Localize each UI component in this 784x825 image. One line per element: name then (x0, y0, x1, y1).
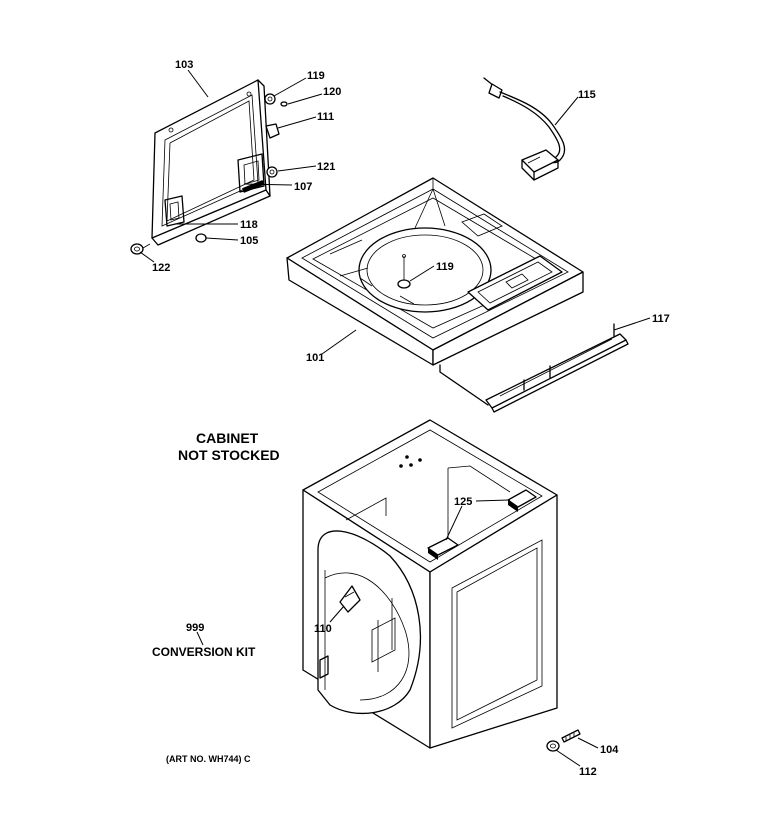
part-label-103: 103 (175, 59, 193, 71)
part-label-120: 120 (323, 86, 341, 98)
cabinet (302, 419, 558, 749)
part-label-112: 112 (579, 766, 597, 778)
top-cover (286, 177, 584, 366)
part-label-999: 999 (186, 622, 204, 634)
part-label-125: 125 (454, 496, 472, 508)
captions: CABINET NOT STOCKED CONVERSION KIT (ART … (152, 430, 280, 764)
part-label-104: 104 (600, 744, 619, 756)
conversion-kit-caption: CONVERSION KIT (152, 645, 256, 659)
part-label-115: 115 (578, 89, 596, 101)
part-label-110: 110 (314, 623, 332, 635)
part-label-111: 111 (317, 111, 334, 123)
part-label-122: 122 (152, 262, 170, 274)
part-label-105: 105 (240, 235, 258, 247)
cabinet-caption-line2: NOT STOCKED (178, 447, 280, 463)
art-number: (ART NO. WH744) C (166, 754, 251, 764)
part-label-101: 101 (306, 352, 324, 364)
part-label-119: 119 (307, 70, 325, 82)
part-label-119-top-cover: 119 (436, 261, 454, 273)
lid-switch-harness (483, 77, 566, 181)
leveling-leg-hardware (546, 729, 581, 752)
cabinet-caption-line1: CABINET (196, 430, 259, 446)
part-label-117: 117 (652, 313, 670, 325)
part-label-118: 118 (240, 219, 258, 231)
part-label-107: 107 (294, 181, 312, 193)
part-label-121: 121 (317, 161, 335, 173)
leader-lines (139, 69, 651, 767)
part-labels: 103 119 120 111 121 107 118 105 122 115 … (152, 59, 670, 778)
lid-assembly (151, 79, 271, 246)
